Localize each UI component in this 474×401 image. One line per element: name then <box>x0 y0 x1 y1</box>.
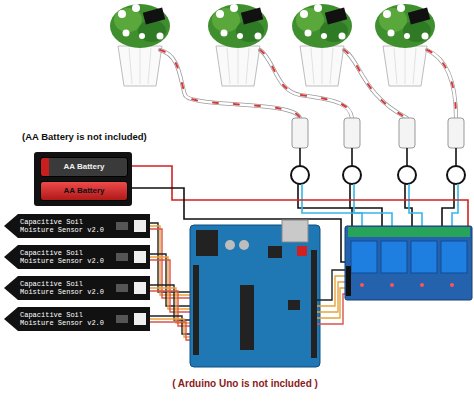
arduino-board <box>190 220 320 367</box>
battery-holder <box>34 152 132 206</box>
sensor-connector <box>134 251 146 263</box>
battery-cell: AA Battery <box>40 181 128 201</box>
sensor-body <box>4 307 150 331</box>
water-tubes <box>160 50 456 118</box>
relay-module <box>345 226 472 300</box>
sensor-connector <box>134 313 146 325</box>
battery-label: AA Battery <box>41 182 127 200</box>
sensor-body <box>4 276 150 300</box>
sensor-label: Capacitive Soil Moisture Sensor v2.0 <box>20 280 110 296</box>
sensor-chip <box>116 222 128 230</box>
battery-label: AA Battery <box>41 158 127 176</box>
potted-plant <box>292 4 352 86</box>
note-text: (AA Battery is not included) <box>22 131 202 143</box>
sensor-chip <box>116 253 128 261</box>
potted-plant <box>208 4 268 86</box>
control-wires <box>317 270 346 324</box>
battery-cell: AA Battery <box>40 157 128 177</box>
note-text: ( Arduino Uno is not included ) <box>140 378 350 390</box>
sensor-chip <box>116 315 128 323</box>
potted-plant <box>375 4 435 86</box>
sensor-wires <box>150 223 193 340</box>
water-pumps <box>292 118 464 148</box>
sensor-label: Capacitive Soil Moisture Sensor v2.0 <box>20 218 110 234</box>
sensor-body <box>4 214 150 238</box>
sensor-label: Capacitive Soil Moisture Sensor v2.0 <box>20 249 110 265</box>
sensor-chip <box>116 284 128 292</box>
soil-moisture-sensor: Capacitive Soil Moisture Sensor v2.0 <box>4 245 150 269</box>
sensor-connector <box>134 282 146 294</box>
sensor-body <box>4 245 150 269</box>
soil-moisture-sensor: Capacitive Soil Moisture Sensor v2.0 <box>4 214 150 238</box>
sensor-label: Capacitive Soil Moisture Sensor v2.0 <box>20 311 110 327</box>
soil-moisture-sensor: Capacitive Soil Moisture Sensor v2.0 <box>4 276 150 300</box>
potted-plant <box>110 4 170 86</box>
sensor-connector <box>134 220 146 232</box>
soil-moisture-sensor: Capacitive Soil Moisture Sensor v2.0 <box>4 307 150 331</box>
